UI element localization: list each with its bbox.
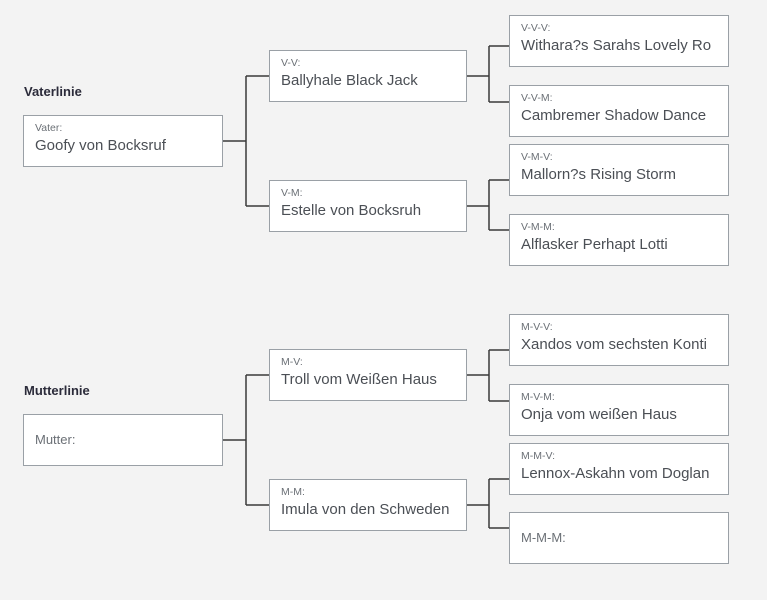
box-value: Withara?s Sarahs Lovely Ro [521,37,712,54]
box-value: Lennox-Askahn vom Doglan [521,465,710,482]
box-label: V-V-M: [521,92,553,104]
box-label: M-V-V: [521,321,553,333]
connector-father-m [466,179,509,231]
connector-father-v [466,45,509,103]
box-value: Onja vom weißen Haus [521,406,677,423]
box-value: Imula von den Schweden [281,501,450,518]
connector-mother-v [466,349,509,402]
box-label: M-M-M: [521,530,566,545]
connector-father-root [222,75,269,207]
mother-root-box[interactable]: Mutter: [23,414,223,466]
box-label: M-V-M: [521,391,555,403]
box-value: Mallorn?s Rising Storm [521,166,677,183]
box-value: Cambremer Shadow Dance [521,107,707,124]
connector-mother-root [222,374,269,506]
box-value: Troll vom Weißen Haus [281,371,437,388]
box-value: Goofy von Bocksruf [35,137,166,154]
father-m-box[interactable]: V-M: Estelle von Bocksruh [269,180,467,232]
mother-v-box[interactable]: M-V: Troll vom Weißen Haus [269,349,467,401]
father-vm-box[interactable]: V-V-M: Cambremer Shadow Dance [509,85,729,137]
box-label: V-M: [281,187,303,199]
box-label: M-M-V: [521,450,556,462]
mother-vv-box[interactable]: M-V-V: Xandos vom sechsten Konti [509,314,729,366]
box-label: V-V-V: [521,22,551,34]
box-label: V-V: [281,57,301,69]
father-vv-box[interactable]: V-V-V: Withara?s Sarahs Lovely Ro [509,15,729,67]
box-value: Xandos vom sechsten Konti [521,336,707,353]
father-v-box[interactable]: V-V: Ballyhale Black Jack [269,50,467,102]
mother-m-box[interactable]: M-M: Imula von den Schweden [269,479,467,531]
father-mv-box[interactable]: V-M-V: Mallorn?s Rising Storm [509,144,729,196]
connector-mother-m [466,478,509,529]
box-value: Alflasker Perhapt Lotti [521,236,668,253]
mother-mm-box[interactable]: M-M-M: [509,512,729,564]
mother-line-title: Mutterlinie [24,383,90,398]
box-value: Estelle von Bocksruh [281,202,422,219]
box-label: Mutter: [35,432,76,447]
father-line-title: Vaterlinie [24,84,82,99]
mother-mv-box[interactable]: M-M-V: Lennox-Askahn vom Doglan [509,443,729,495]
box-label: Vater: [35,122,63,134]
box-label: V-M-V: [521,151,553,163]
box-label: M-V: [281,356,303,368]
mother-vm-box[interactable]: M-V-M: Onja vom weißen Haus [509,384,729,436]
father-mm-box[interactable]: V-M-M: Alflasker Perhapt Lotti [509,214,729,266]
box-label: M-M: [281,486,305,498]
box-label: V-M-M: [521,221,555,233]
father-root-box[interactable]: Vater: Goofy von Bocksruf [23,115,223,167]
box-value: Ballyhale Black Jack [281,72,418,89]
